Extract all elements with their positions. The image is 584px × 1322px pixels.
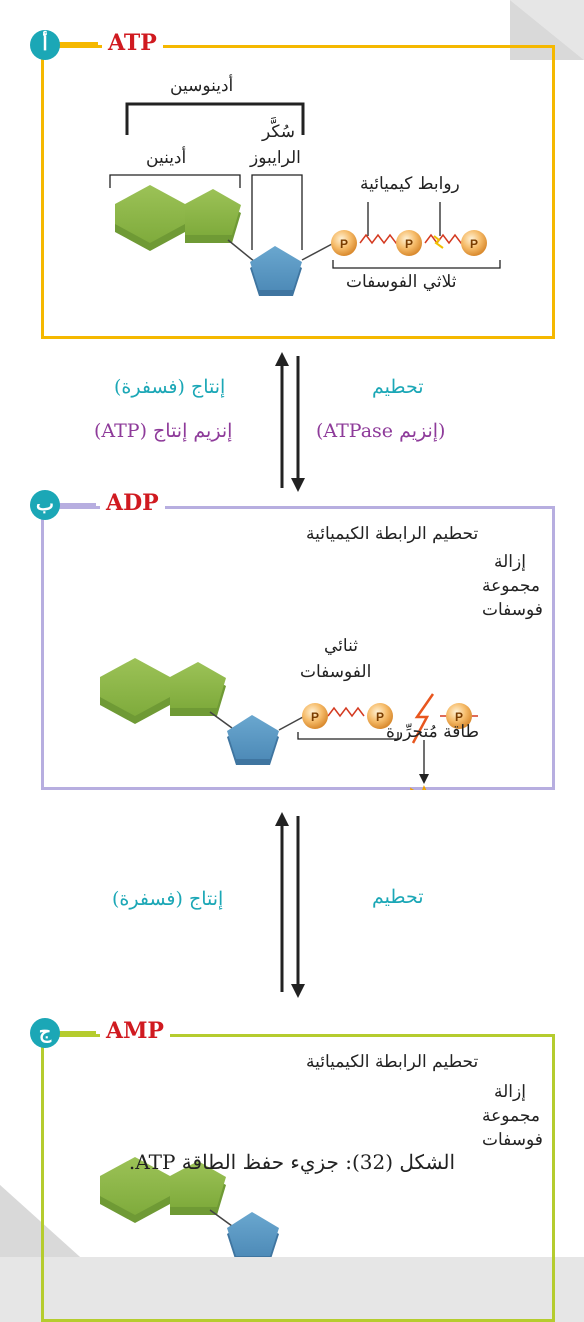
svg-text:P: P (470, 237, 478, 251)
ribose-shape (227, 715, 279, 765)
svg-text:P: P (311, 710, 319, 724)
remove-phosphate-c-2: مجموعة (482, 1106, 540, 1126)
diphosphate-bracket (297, 732, 399, 740)
figure-caption: الشكل (32): جزيء حفظ الطاقة ATP. (128, 1150, 456, 1174)
phosphorylation-label-1: إنتاج (فسفرة) (114, 376, 226, 398)
ribose-bracket (251, 174, 303, 250)
reversible-arrows-1 (275, 352, 305, 492)
svg-text:P: P (455, 710, 463, 724)
panel-adp-badge: ب (30, 490, 60, 520)
break-bond-label-b: تحطيم الرابطة الكيميائية (306, 524, 479, 544)
panel-adp-tab-line (46, 503, 96, 509)
svg-text:P: P (340, 237, 348, 251)
atpase-label: (إنزيم ATPase) (316, 420, 446, 442)
released-energy-label-b: طاقة مُتحرِّرة (386, 722, 480, 742)
breakdown-label-2: تحطيم (372, 886, 424, 908)
triphosphate-label: ثلاثي الفوسفات (346, 272, 457, 292)
remove-phosphate-b-2: مجموعة (482, 576, 540, 596)
phosphate-chain: P P P (302, 703, 478, 729)
amp-molecule-diagram (100, 1157, 279, 1257)
lightning-icon (411, 693, 435, 744)
atp-synthase-label: إنزيم إنتاج (ATP) (94, 420, 233, 442)
panel-amp-badge: ج (30, 1018, 60, 1048)
panel-amp-tab-line (46, 1031, 96, 1037)
reversible-arrows-2 (275, 812, 305, 998)
panel-atp-frame (41, 45, 555, 339)
remove-phosphate-b-1: إزالة (494, 552, 526, 572)
adenosine-bracket (125, 102, 305, 135)
panel-adp-title: ADP (100, 490, 165, 516)
chemical-bonds-label: روابط كيميائية (360, 174, 460, 194)
sugar-label: سُكَّر (262, 122, 296, 142)
remove-phosphate-c-3: فوسفات (482, 1130, 543, 1150)
panel-adp-frame (41, 506, 555, 790)
break-bond-label-c: تحطيم الرابطة الكيميائية (306, 1052, 479, 1072)
ribose-label: الرايبوز (250, 148, 301, 168)
remove-phosphate-b-3: فوسفات (482, 600, 543, 620)
adenine-shape (100, 1157, 226, 1223)
adenine-label: أدينين (146, 148, 187, 168)
phosphorylation-label-2: إنتاج (فسفرة) (112, 888, 224, 910)
panel-amp-title: AMP (100, 1018, 170, 1044)
svg-text:P: P (376, 710, 384, 724)
adenine-shape (100, 658, 226, 724)
adenosine-label: أدينوسين (170, 76, 234, 96)
atp-molecule-diagram: P P P (109, 102, 501, 296)
panel-atp-tab-line (46, 42, 98, 48)
diphosphate-label-1: ثنائي (324, 636, 358, 656)
svg-text:P: P (405, 237, 413, 251)
breakdown-label-1: تحطيم (372, 376, 424, 398)
triphosphate-bracket (332, 260, 501, 269)
adenine-shape (115, 185, 241, 251)
ribose-shape (227, 1212, 279, 1257)
adp-molecule-diagram: P P P (100, 658, 478, 790)
adenine-bracket (109, 174, 241, 188)
remove-phosphate-c-1: إزالة (494, 1082, 526, 1102)
panel-atp-badge: أ (30, 30, 60, 60)
energy-burst-icon (409, 785, 427, 790)
diphosphate-label-2: الفوسفات (300, 662, 372, 682)
phosphate-chain: P P P (331, 230, 487, 256)
ribose-shape (250, 246, 302, 296)
panel-atp-title: ATP (102, 30, 163, 56)
